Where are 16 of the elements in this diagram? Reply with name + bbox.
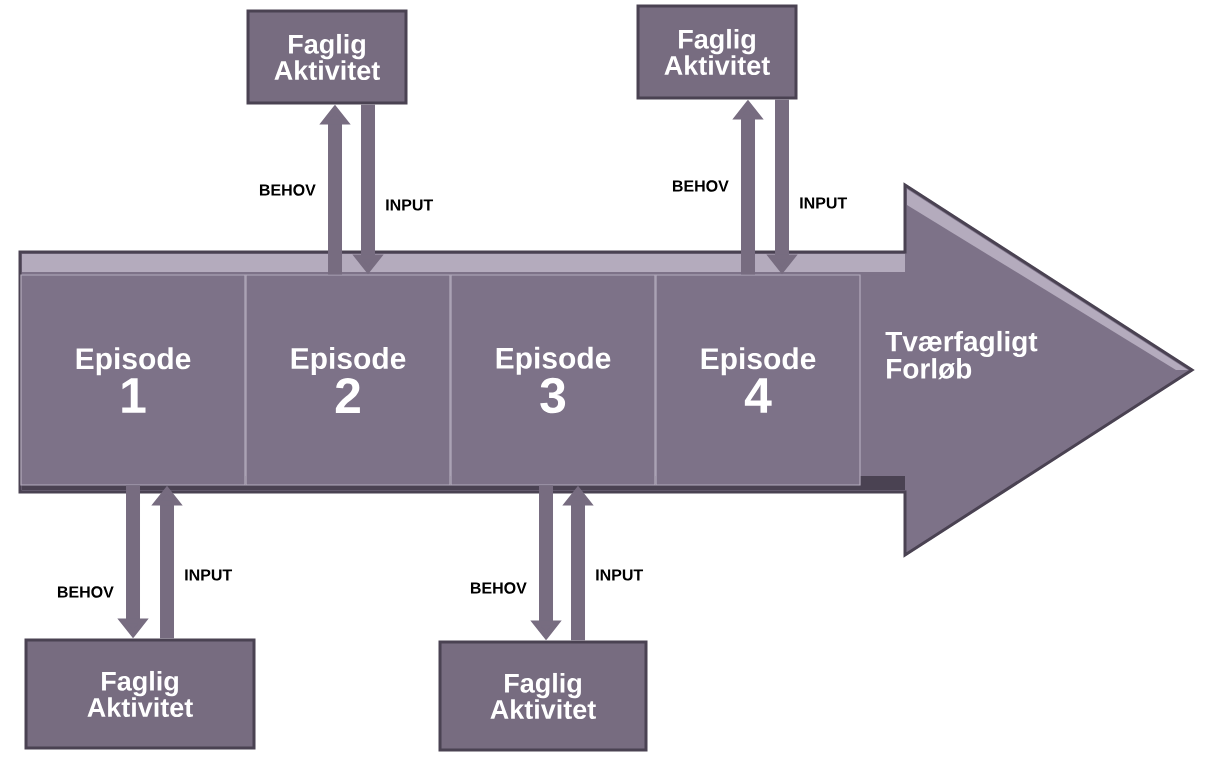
episode-box: Episode 3 [450, 274, 656, 486]
episode-box: Episode 4 [655, 274, 861, 486]
edge-label: INPUT [800, 197, 848, 209]
activity-box: Faglig Aktivitet [438, 640, 648, 752]
edge-label: BEHOV [58, 586, 114, 598]
edge-label: INPUT [185, 569, 233, 581]
episode-box: Episode 2 [245, 274, 451, 486]
activity-box: Faglig Aktivitet [24, 638, 256, 750]
edge-label: BEHOV [471, 582, 527, 594]
edge-label: BEHOV [672, 180, 729, 192]
activity-box: Faglig Aktivitet [636, 4, 798, 100]
edge-label: INPUT [386, 199, 434, 211]
edge-label: BEHOV [260, 184, 316, 196]
edge-label: INPUT [596, 569, 644, 581]
activity-box: Faglig Aktivitet [246, 9, 408, 105]
episode-box: Episode 1 [20, 274, 246, 486]
